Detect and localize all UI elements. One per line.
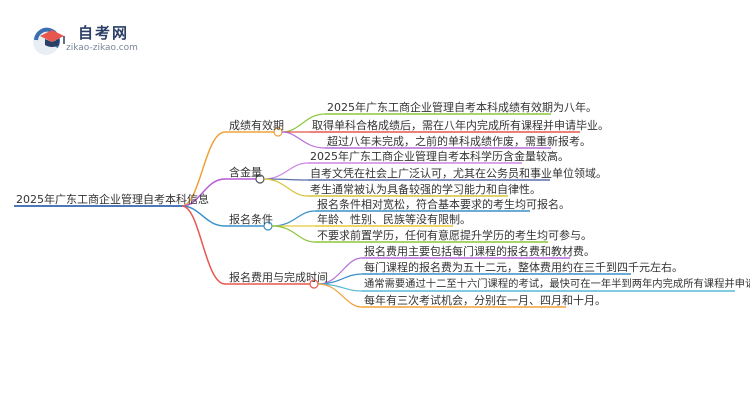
leaf-text: 自考文凭在社会上广泛认可，尤其在公务员和事业单位领域。	[310, 167, 607, 180]
branch-connector	[181, 178, 226, 207]
logo-url: zikao-zikao.com	[66, 43, 138, 53]
leaf-text: 报名费用主要包括每门课程的报名费和教材费。	[364, 245, 595, 258]
leaf-connector	[271, 225, 316, 243]
leaf-connector	[263, 178, 309, 197]
leaf-text: 考生通常被认为具备较强的学习能力和自律性。	[310, 183, 541, 196]
branch-connector	[181, 205, 226, 285]
graduation-cap-logo-icon	[33, 27, 65, 55]
branch-label-fees-duration: 报名费用与完成时间	[229, 271, 328, 284]
leaf-text: 2025年广东工商企业管理自考本科成绩有效期为八年。	[327, 101, 597, 114]
leaf-text: 每门课程的报名费为五十二元，整体费用约在三千到四千元左右。	[364, 261, 683, 274]
branch-connector	[181, 131, 226, 207]
leaf-text: 2025年广东工商企业管理自考本科学历含金量较高。	[310, 150, 569, 163]
logo-title: 自考网	[78, 24, 130, 42]
leaf-connector	[281, 131, 326, 149]
leaf-text: 取得单科合格成绩后，需在八年内完成所有课程并申请毕业。	[312, 119, 609, 132]
leaf-connector	[263, 162, 309, 180]
leaf-text: 每年有三次考试机会，分别在一月、四月和十月。	[364, 294, 606, 307]
site-logo[interactable]: 自考网 zikao-zikao.com	[30, 20, 170, 60]
leaf-text: 超过八年未完成，之前的单科成绩作废，需重新报考。	[327, 135, 591, 148]
branch-label-requirements: 报名条件	[229, 213, 273, 226]
leaf-text: 年龄、性别、民族等没有限制。	[317, 213, 471, 226]
branch-label-validity: 成绩有效期	[229, 119, 284, 132]
leaf-connector	[271, 210, 316, 227]
leaf-text: 不要求前置学历，任何有意愿提升学历的考生均可参与。	[317, 229, 592, 242]
leaf-text: 报名条件相对宽松，符合基本要求的考生均可报名。	[317, 198, 570, 211]
branch-connector	[181, 205, 226, 227]
leaf-connector	[317, 283, 363, 308]
root-node-label: 2025年广东工商企业管理自考本科信息	[16, 193, 209, 206]
leaf-text: 通常需要通过十二至十六门课程的考试，最快可在一年半到两年内完成所有课程并申请毕业…	[364, 278, 750, 290]
branch-label-value: 含金量	[229, 166, 262, 179]
